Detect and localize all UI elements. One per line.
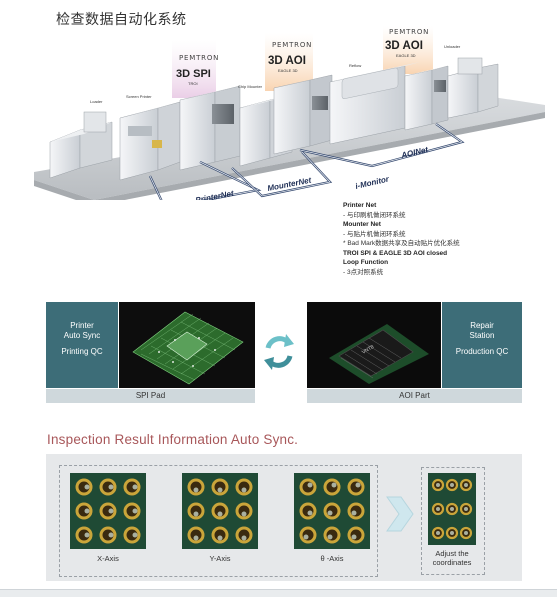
aoi1-model: EAGLE 3D bbox=[278, 68, 298, 73]
spi-pad-image bbox=[119, 302, 255, 388]
page-title: 检查数据自动化系统 bbox=[56, 11, 187, 27]
troi-closed-loop-line1: TROI SPI & EAGLE 3D AOI closed bbox=[343, 249, 448, 257]
bottom-rule bbox=[0, 589, 557, 597]
spi-glow bbox=[172, 40, 216, 98]
printing-qc-label: Printing QC bbox=[61, 347, 103, 356]
auto-sync-label: Auto Sync bbox=[63, 331, 101, 340]
axis-group-frame bbox=[59, 465, 378, 577]
x-axis-label: X-Axis bbox=[97, 554, 119, 563]
loader-machine: Loader bbox=[49, 99, 113, 179]
reflow-label: Reflow bbox=[349, 63, 361, 68]
chip-mounter-label: Chip Mounter bbox=[238, 84, 263, 89]
screen-printer-machine: Screen Printer bbox=[119, 94, 181, 181]
theta-axis-label: θ -Axis bbox=[320, 554, 344, 563]
aoi-net-label: AOINet bbox=[399, 145, 429, 160]
printer-net-desc: - 与印刷机做闭环系统 bbox=[343, 211, 406, 219]
theta-axis-pcb-image bbox=[294, 473, 370, 549]
network-lines bbox=[149, 123, 465, 200]
aoi2-glow bbox=[383, 26, 433, 74]
mounter-net-line-inner bbox=[231, 151, 331, 197]
printer-label: Printer bbox=[70, 321, 94, 330]
aoi2-brand: PEMTRON bbox=[389, 28, 429, 36]
adjust-line1: Adjust the bbox=[435, 549, 469, 558]
aoi-part-image: VNT8 bbox=[307, 302, 441, 388]
network-legend: Printer Net - 与印刷机做闭环系统 Mounter Net - 与贴… bbox=[343, 201, 543, 277]
aoi2-model: EAGLE 3D bbox=[396, 53, 416, 58]
aoi-net-line-inner bbox=[299, 123, 463, 167]
station-label: Station bbox=[469, 331, 495, 340]
printer-net-title: Printer Net bbox=[343, 202, 377, 209]
x-axis-pcb-image bbox=[70, 473, 146, 549]
printer-net-line-inner bbox=[149, 161, 260, 200]
spi-brand: PEMTRON bbox=[179, 54, 219, 62]
production-line-diagram: Loader Screen Printer PEMTRON 3D SPI TRO… bbox=[34, 26, 545, 200]
adjust-coordinates-label: Adjust the coordinates bbox=[421, 549, 483, 567]
spi-model: TROI bbox=[188, 81, 198, 86]
printer-net-label: PrinterNet bbox=[195, 189, 235, 200]
right-arrow-icon bbox=[386, 496, 414, 532]
adjust-line2: coordinates bbox=[432, 558, 472, 567]
aoi1-machine: PEMTRON 3D AOI EAGLE 3D bbox=[268, 41, 333, 155]
aoi2-product: 3D AOI bbox=[385, 40, 423, 52]
screen-printer-label: Screen Printer bbox=[126, 94, 152, 99]
production-qc-label: Production QC bbox=[455, 347, 509, 356]
troi-closed-loop-line2: Loop Function bbox=[343, 259, 389, 266]
adjust-coordinates-frame bbox=[421, 467, 485, 575]
aoi1-product: 3D AOI bbox=[268, 55, 306, 67]
bad-mark-note: * Bad Mark数据共享及自动贴片优化系统 bbox=[343, 240, 460, 247]
y-axis-pcb-image bbox=[182, 473, 258, 549]
section-title: Inspection Result Information Auto Sync. bbox=[47, 432, 299, 447]
repair-label: Repair bbox=[470, 321, 494, 330]
troi-closed-loop-desc: - 3点对照系统 bbox=[343, 268, 384, 276]
svg-text:VNT8: VNT8 bbox=[361, 344, 375, 356]
unloader-label: Unloader bbox=[444, 44, 461, 49]
mounter-net-desc: - 与贴片机做闭环系统 bbox=[343, 230, 406, 238]
unloader-machine: Unloader bbox=[444, 44, 499, 119]
y-axis-label: Y-Axis bbox=[209, 554, 231, 563]
i-monitor-label: i-Monitor bbox=[354, 174, 390, 191]
adjusted-pcb-image bbox=[428, 473, 476, 545]
spi-machine: PEMTRON 3D SPI TROI bbox=[176, 54, 241, 171]
loader-label: Loader bbox=[90, 99, 103, 104]
repair-station-box: Repair Station Production QC bbox=[442, 302, 522, 388]
reflow-machine: Reflow bbox=[329, 62, 420, 145]
aoi-part-caption: AOI Part bbox=[307, 389, 522, 403]
aoi1-brand: PEMTRON bbox=[272, 41, 312, 49]
printer-auto-sync-box: Printer Auto Sync Printing QC bbox=[46, 302, 118, 388]
mounter-net-title: Mounter Net bbox=[343, 221, 381, 228]
spi-product: 3D SPI bbox=[176, 68, 211, 80]
aoi2-machine: PEMTRON 3D AOI EAGLE 3D bbox=[385, 28, 449, 131]
sync-cycle-icon bbox=[264, 334, 294, 370]
spi-pad-caption: SPI Pad bbox=[46, 389, 255, 403]
